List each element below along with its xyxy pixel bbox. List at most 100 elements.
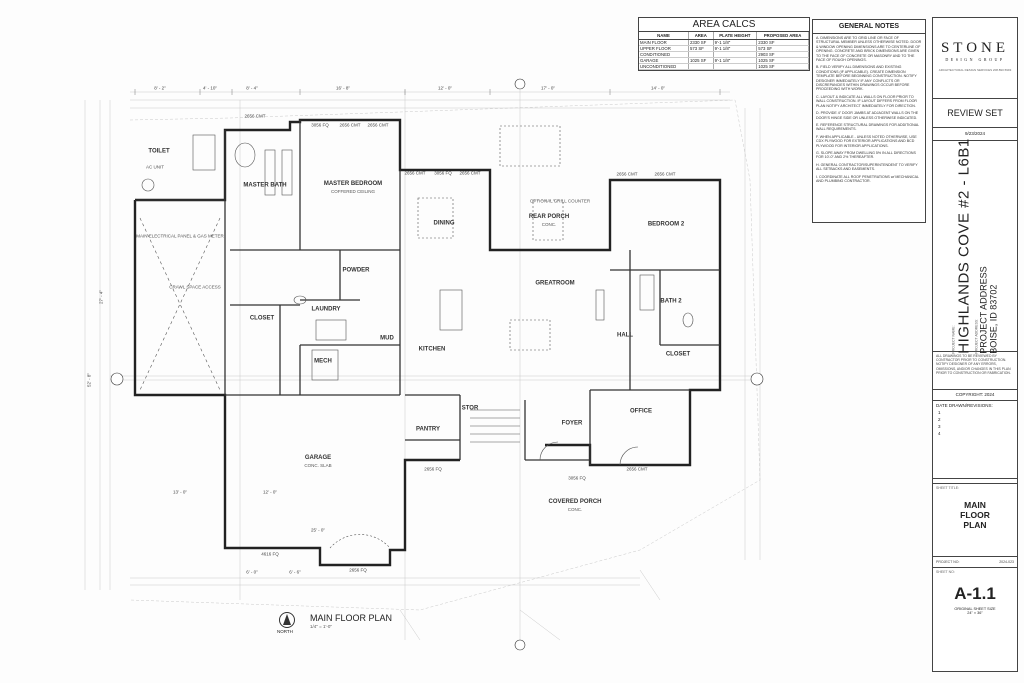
cell: 2330 SF	[756, 39, 809, 46]
room-hall: HALL	[617, 332, 633, 339]
review-status: REVIEW SET	[933, 99, 1017, 128]
cell	[688, 63, 714, 70]
room-kitchen: KITCHEN	[418, 346, 446, 353]
sheet-title-line: FLOOR	[960, 510, 990, 520]
area-calcs-grid: NAME AREA PLATE HEIGHT PROPOSED AREA MAI…	[639, 32, 809, 70]
north-label: NORTH	[277, 629, 293, 634]
sheet-title-line: PLAN	[963, 520, 987, 530]
original-sheet-dims: 24" × 36"	[967, 611, 983, 615]
cell: GARAGE	[639, 57, 689, 64]
room-great-room: GREATROOM	[535, 280, 575, 287]
room-office: OFFICE	[630, 408, 652, 415]
project-name: HIGHLANDS COVE #2 - L6B1	[955, 138, 973, 354]
room-laundry: LAUNDRY	[311, 306, 341, 313]
room-closet: CLOSET	[249, 315, 275, 322]
note-item: E. REFERENCE STRUCTURAL DRAWINGS FOR ADD…	[816, 122, 920, 132]
room-mech: MECH	[314, 358, 332, 365]
dim-bottom-5: 6' - 6"	[289, 569, 301, 575]
general-notes-list: A. DIMENSIONS ARE TO GRID LINE OR FACE O…	[813, 34, 925, 183]
cell	[713, 51, 758, 58]
project-address-line-2: BOISE, ID 83702	[988, 284, 999, 354]
col-header: PLATE HEIGHT	[713, 32, 758, 40]
table-row: CONDITIONED 2903 SF	[639, 51, 809, 58]
note-item: A. DIMENSIONS ARE TO GRID LINE OR FACE O…	[816, 36, 922, 63]
room-stor: STOR	[461, 405, 479, 412]
logo-sub: DESIGN GROUP	[945, 57, 1005, 62]
review-date: 9/23/2024	[933, 128, 1017, 141]
note-item: C. LAYOUT & INDICATE ALL WALLS ON FLOOR …	[816, 94, 918, 108]
note-item: H. GENERAL CONTRACTOR/SUPERINTENDENT TO …	[816, 162, 918, 172]
col-header: NAME	[639, 32, 689, 40]
area-calcs-title: AREA CALCS	[639, 18, 809, 32]
dim-top-1: 8' - 2"	[154, 85, 166, 91]
sheet-number-value: A-1.1	[954, 584, 996, 603]
firm-logo: STONE DESIGN GROUP ARCHITECTURAL DESIGN …	[933, 18, 1017, 99]
note-item: F. WHEN APPLICABLE - UNLESS NOTED OTHERW…	[816, 134, 917, 148]
dim-left-2: 27' - 4"	[98, 290, 104, 304]
window-tag: 2656 CMT	[244, 113, 266, 119]
dim-bottom-4: 6' - 0"	[246, 569, 258, 575]
cell: 2903 SF	[756, 51, 809, 58]
table-row: UNCONDITIONED 1025 SF	[639, 63, 809, 70]
room-crawl-space: CRAWL SPACE ACCESS	[169, 284, 221, 290]
room-bath-2: BATH 2	[660, 298, 682, 305]
revisions-label: DATE DRAWN/REVISIONS:	[936, 403, 993, 408]
window-tag: 2656 CMT	[404, 170, 426, 176]
cell: 573 SF	[688, 45, 714, 52]
project-address-line-1: PROJECT ADDRESS	[978, 266, 989, 354]
cell: 2330 SF	[688, 39, 714, 46]
dim-top-3: 8' - 4"	[246, 85, 258, 91]
cell: MAIN FLOOR	[639, 39, 689, 46]
cell: 573 SF	[756, 45, 809, 52]
window-tag: 2656 CMT	[459, 170, 481, 176]
floor-plan-drawing	[84, 78, 764, 651]
window-tag: 2656 FQ	[424, 466, 442, 472]
dim-top-2: 4' - 10"	[203, 85, 217, 91]
room-dining: DINING	[433, 220, 455, 227]
project-info: PROJECT NAME: HIGHLANDS COVE #2 - L6B1 P…	[933, 138, 1017, 354]
cell: 1025 SF	[756, 63, 809, 70]
project-number: PROJECT NO: 2024-023	[933, 557, 1017, 568]
cell: UNCONDITIONED	[639, 63, 689, 70]
note-item: I. COORDINATE ALL ROOF PENETRATIONS w/ M…	[816, 174, 919, 183]
dim-top-4: 16' - 8"	[336, 85, 350, 91]
plan-title-text: MAIN FLOOR PLAN	[310, 613, 393, 623]
dim-left-1: 52' - 8"	[86, 373, 92, 387]
general-notes-title: GENERAL NOTES	[813, 20, 925, 34]
project-number-label: PROJECT NO:	[936, 560, 960, 564]
room-main-electrical: MAIN ELECTRICAL PANEL & GAS METER	[136, 233, 224, 239]
area-calcs-table: AREA CALCS NAME AREA PLATE HEIGHT PROPOS…	[638, 17, 810, 71]
cell: CONDITIONED	[639, 51, 689, 58]
logo-main: STONE	[940, 40, 1010, 56]
general-notes: GENERAL NOTES A. DIMENSIONS ARE TO GRID …	[812, 19, 926, 223]
room-pantry: PANTRY	[416, 426, 440, 433]
dim-top-6: 17' - 0"	[541, 85, 555, 91]
plan-scale: 1/4" = 1'-0"	[310, 624, 332, 629]
dim-top-5: 12' - 0"	[438, 85, 452, 91]
room-bedroom-2: BEDROOM 2	[647, 221, 685, 228]
project-info-rotated: PROJECT NAME: HIGHLANDS COVE #2 - L6B1 P…	[952, 138, 999, 353]
window-tag: 3056 FQ	[434, 170, 452, 176]
col-header: AREA	[688, 32, 714, 40]
room-closet-2: CLOSET	[665, 351, 691, 358]
cell: 9'-1 1/8"	[713, 57, 758, 64]
dim-top-7: 14' - 0"	[651, 85, 665, 91]
sheet-number: SHEET NO: A-1.1 ORIGINAL SHEET SIZE 24" …	[933, 568, 1017, 615]
window-tag: 2656 CMT	[626, 466, 648, 472]
plan-title: MAIN FLOOR PLAN 1/4" = 1'-0"	[310, 613, 392, 629]
col-header: PROPOSED AREA	[756, 32, 809, 40]
note-item: D. PROVIDE 4" DOOR JAMBS AT ADJACENT WAL…	[816, 111, 919, 120]
room-foyer: FOYER	[561, 420, 583, 427]
room-master-bath: MASTER BATH	[243, 182, 287, 189]
room-mud: MUD	[380, 335, 394, 342]
dim-bottom-3: 25' - 0"	[311, 527, 325, 533]
north-arrow-icon	[279, 612, 295, 628]
original-sheet-size: ORIGINAL SHEET SIZE	[954, 607, 996, 611]
